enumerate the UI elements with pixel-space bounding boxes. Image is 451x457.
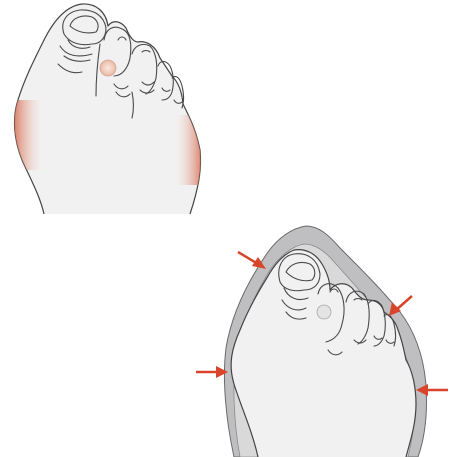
pressure-arrow-left [196,366,228,378]
corn-on-second-toe [100,60,116,76]
shoe-foot-panel [196,226,448,457]
bare-foot-panel [12,4,204,214]
bunion-inflammation-left [12,100,42,170]
shoe-corn [317,305,331,319]
bare-foot-outline [15,4,201,214]
